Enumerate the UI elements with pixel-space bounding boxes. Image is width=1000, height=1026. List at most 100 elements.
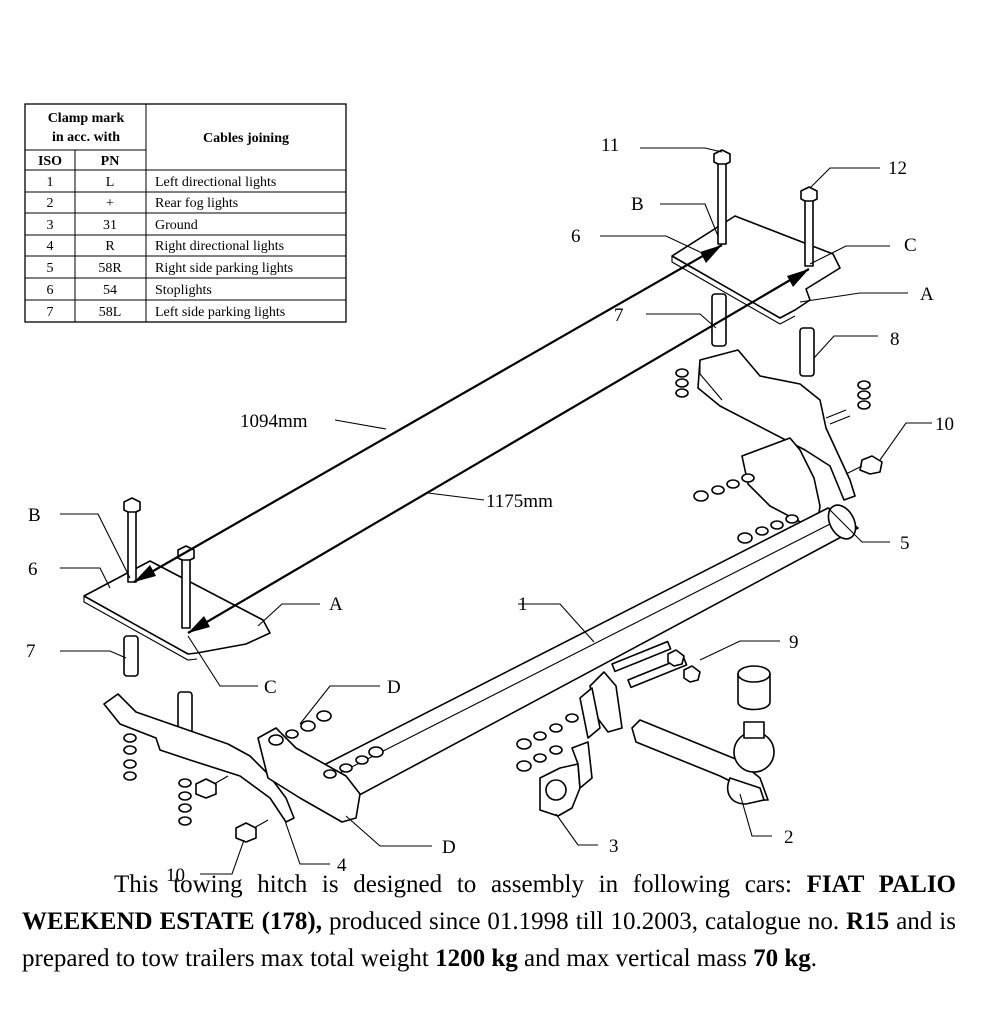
callout-2: 2 <box>784 827 794 848</box>
callout-12: 12 <box>888 158 907 179</box>
callout-6-left: 6 <box>28 559 38 580</box>
header-iso: ISO <box>38 154 62 169</box>
row-pn: 58L <box>99 305 122 320</box>
row-cable: Ground <box>155 218 198 233</box>
callout-3: 3 <box>609 836 619 857</box>
row-iso: 2 <box>47 196 54 211</box>
callout-5: 5 <box>900 533 910 554</box>
bolt-10-left <box>235 819 269 843</box>
left-mounting-group <box>83 497 384 843</box>
callout-D-bottom: D <box>442 837 456 858</box>
row-cable: Right side parking lights <box>155 261 293 276</box>
right-mounting-group <box>671 149 883 544</box>
washer-stack-left-b <box>178 778 192 826</box>
clamp-mark-table: Clamp mark in acc. with ISO PN Cables jo… <box>24 103 347 323</box>
callout-C-left: C <box>264 677 277 698</box>
washer-stack-left-a <box>123 733 137 781</box>
nut-set-right-lower <box>737 514 799 544</box>
left-mounting-plate <box>83 560 271 655</box>
row-iso: 1 <box>47 175 54 190</box>
table-row: 6 54 Stoplights <box>47 283 212 298</box>
max-total-weight: 1200 kg <box>435 945 518 972</box>
description-text-2: produced since 01.1998 till 10.2003, cat… <box>321 908 847 935</box>
description-text-4: and max vertical mass <box>517 945 754 972</box>
max-vertical-mass: 70 kg <box>753 945 811 972</box>
callout-1: 1 <box>518 594 528 615</box>
dimension-1175mm <box>187 268 810 634</box>
header-clamp-mark-line2: in acc. with <box>52 130 120 145</box>
bolt-10-left-upper <box>195 775 229 799</box>
washer-stack-right-left <box>675 368 689 398</box>
callout-A-left: A <box>329 594 343 615</box>
callout-B-right: B <box>631 194 644 215</box>
callout-10-right: 10 <box>935 414 954 435</box>
bolt-left-rear <box>123 497 141 583</box>
right-side-bracket <box>697 349 856 501</box>
row-pn: 31 <box>103 218 117 233</box>
callout-D-top: D <box>387 677 401 698</box>
bolt-11 <box>713 149 731 245</box>
spacer-tube-left-rear <box>123 635 139 677</box>
header-pn: PN <box>101 154 120 169</box>
callout-B-left: B <box>28 505 41 526</box>
row-iso: 4 <box>47 239 54 254</box>
leader-lines <box>60 147 932 875</box>
left-side-bracket <box>103 693 295 823</box>
nut-set-center <box>516 713 579 772</box>
table-row: 5 58R Right side parking lights <box>47 261 294 276</box>
header-clamp-mark-line1: Clamp mark <box>48 111 125 126</box>
callout-11: 11 <box>601 135 619 156</box>
callout-C-right: C <box>904 235 917 256</box>
row-pn: 54 <box>103 283 117 298</box>
row-iso: 7 <box>47 305 54 320</box>
row-iso: 6 <box>47 283 54 298</box>
hitch-clamp-plates <box>579 671 623 739</box>
spacer-tube-right-7 <box>711 293 727 347</box>
callout-A-right: A <box>920 284 934 305</box>
row-pn: 58R <box>98 261 122 276</box>
description-text-3: and is prepared to tow trailers max tota… <box>22 908 956 972</box>
table-row: 4 R Right directional lights <box>47 239 285 254</box>
tow-ball-arm <box>631 665 775 805</box>
header-cables-joining: Cables joining <box>203 131 289 146</box>
row-cable: Left directional lights <box>155 175 276 190</box>
callout-10-left: 10 <box>166 865 185 886</box>
washer-stack-right-right <box>857 380 871 410</box>
table-row: 3 31 Ground <box>47 218 198 233</box>
right-mounting-plate <box>671 215 841 319</box>
row-cable: Left side parking lights <box>155 305 285 320</box>
nut-set-right-upper <box>693 473 755 502</box>
catalogue-number: R15 <box>846 908 890 935</box>
callout-7-left: 7 <box>26 641 36 662</box>
callout-9: 9 <box>789 632 799 653</box>
row-iso: 5 <box>47 261 54 276</box>
spacer-tube-right-8 <box>799 327 815 377</box>
row-cable: Right directional lights <box>155 239 284 254</box>
table-row: 7 58L Left side parking lights <box>47 305 286 320</box>
callout-4: 4 <box>337 855 347 876</box>
callout-7-right: 7 <box>614 305 624 326</box>
description-text-1: This towing hitch is designed to assembl… <box>114 871 792 898</box>
dimension-1094mm <box>133 244 723 583</box>
row-pn: L <box>106 175 115 190</box>
dimension-label-long: 1175mm <box>486 491 553 512</box>
row-pn: + <box>106 196 114 211</box>
bolt-10-right <box>845 455 883 475</box>
nut-set-left-upper <box>268 710 332 746</box>
nut-set-left-lower <box>323 746 384 779</box>
dimension-label-short: 1094mm <box>240 411 308 432</box>
bolt-12 <box>800 186 818 267</box>
description-paragraph: This towing hitch is designed to assembl… <box>22 866 956 977</box>
callout-8: 8 <box>890 329 900 350</box>
row-cable: Stoplights <box>155 283 212 298</box>
table-row: 2 + Rear fog lights <box>47 196 239 211</box>
row-pn: R <box>105 239 115 254</box>
row-cable: Rear fog lights <box>155 196 238 211</box>
row-iso: 3 <box>47 218 54 233</box>
table-row: 1 L Left directional lights <box>47 175 277 190</box>
callout-6-right: 6 <box>571 226 581 247</box>
bolt-set-9 <box>611 640 701 689</box>
description-text-5: . <box>810 945 817 972</box>
left-flange-plate-4 <box>257 727 361 823</box>
